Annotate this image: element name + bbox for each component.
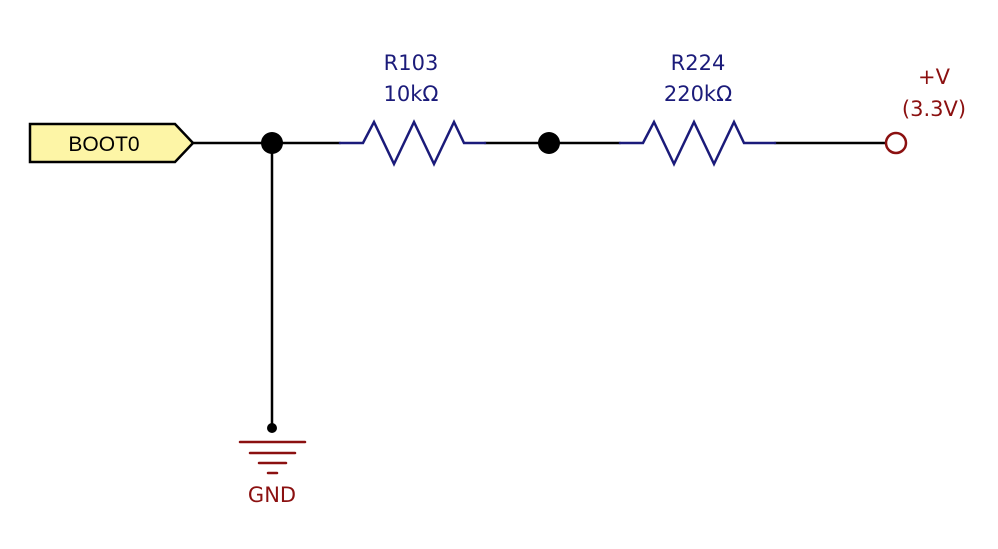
ground-symbol-icon <box>238 440 307 475</box>
boot0-port[interactable]: BOOT0 <box>28 122 195 164</box>
power-voltage: (3.3V) <box>902 97 966 121</box>
port-label: BOOT0 <box>68 133 139 156</box>
power-terminal-icon <box>884 131 908 155</box>
junction-dot-1 <box>261 132 283 154</box>
resistor-ref: R224 <box>671 51 726 75</box>
junction-dot-2 <box>538 132 560 154</box>
resistor-r103[interactable]: R103 10kΩ <box>338 51 487 167</box>
resistor-value: 220kΩ <box>664 82 732 106</box>
resistor-icon <box>618 119 777 167</box>
hierarchical-port-icon <box>28 122 195 164</box>
power-name: +V <box>918 65 951 89</box>
ground-net[interactable]: GND <box>238 423 307 507</box>
resistor-ref: R103 <box>384 51 439 75</box>
resistor-value: 10kΩ <box>384 82 439 106</box>
power-net-3v3[interactable]: +V (3.3V) <box>884 65 966 155</box>
resistor-r224[interactable]: R224 220kΩ <box>618 51 777 167</box>
ground-label: GND <box>248 483 296 507</box>
ground-pin-dot <box>267 423 277 433</box>
resistor-icon <box>338 119 487 167</box>
